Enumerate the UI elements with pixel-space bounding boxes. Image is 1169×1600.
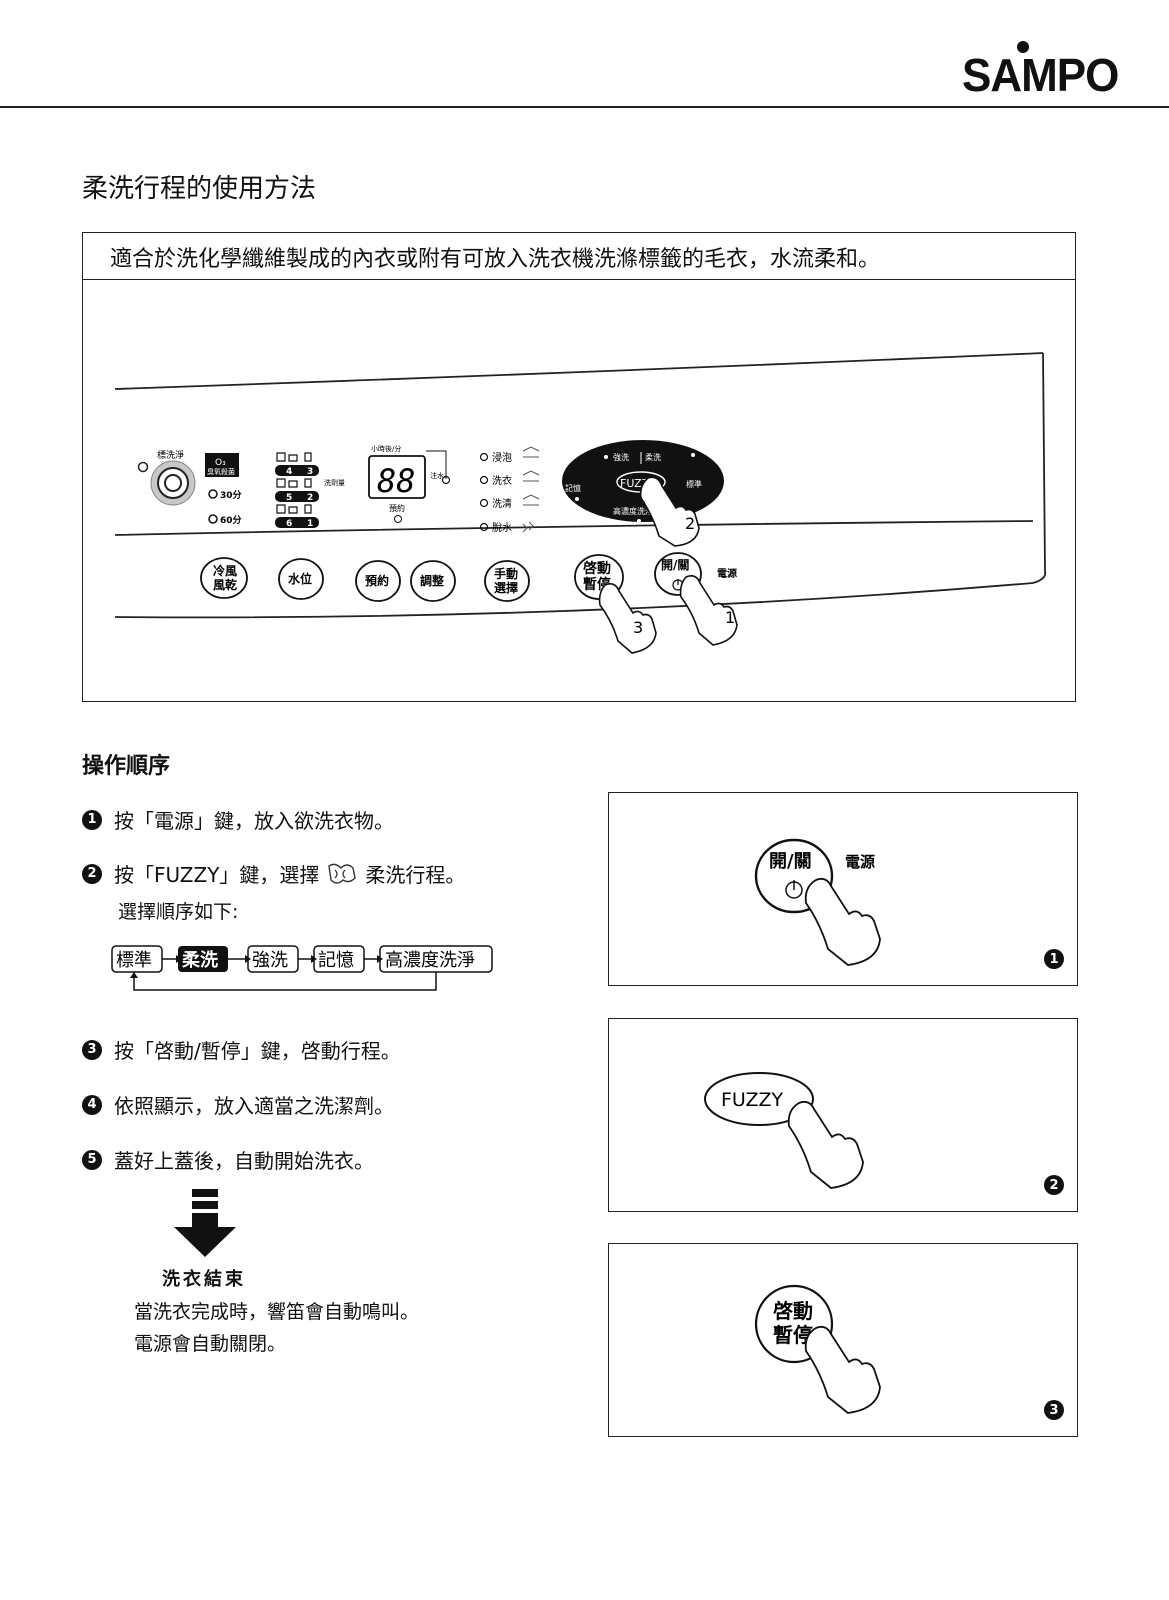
svg-text:3: 3	[307, 467, 313, 477]
svg-text:柔洗: 柔洗	[645, 452, 661, 462]
control-panel-illustration: 標洗淨 O₃ 臭氧殺菌 30分 60分 4 3 5 2 6 1 洗劑量 小時後/…	[114, 352, 1047, 654]
page-title: 柔洗行程的使用方法	[82, 174, 317, 204]
svg-text:洗清: 洗清	[492, 497, 512, 510]
display-digits: 88	[377, 462, 416, 500]
svg-text:記憶: 記憶	[565, 483, 581, 493]
seq-soft: 柔洗	[182, 949, 218, 971]
svg-text:選擇: 選擇	[494, 580, 518, 595]
seq-strong: 強洗	[252, 950, 288, 971]
callout-3: 3	[633, 618, 643, 637]
header-divider	[0, 106, 1169, 108]
callout-2: 2	[685, 514, 695, 533]
figure-1: 開/關 電源 1	[608, 792, 1078, 986]
figure-3-number: 3	[1044, 1400, 1064, 1420]
figure-3-start-button: 啓動	[773, 1299, 813, 1323]
hand-pointer-1-icon	[679, 575, 738, 646]
panel-mid-edge	[114, 520, 1034, 536]
svg-text:O₃: O₃	[215, 458, 226, 468]
figure-1-power-label: 電源	[845, 853, 875, 871]
svg-text:高濃度洗淨: 高濃度洗淨	[613, 506, 653, 516]
control-panel-figure	[82, 232, 1076, 702]
panel-bottom-edge	[114, 582, 1034, 619]
svg-text:4: 4	[286, 467, 292, 477]
svg-text:洗衣: 洗衣	[492, 474, 512, 487]
seq-high-conc: 高濃度洗淨	[385, 950, 475, 971]
cold-dry-button[interactable]: 冷風	[213, 563, 237, 578]
figure-2-number: 2	[1044, 1175, 1064, 1195]
figure-3: 啓動 暫停 3	[608, 1243, 1078, 1437]
soft-wash-icon	[328, 863, 357, 884]
svg-text:強洗: 強洗	[613, 452, 629, 462]
detergent-level-indicator: 4 3 5 2 6 1 洗劑量	[275, 452, 345, 529]
hand-pointer-3-icon	[598, 583, 657, 654]
svg-text:1: 1	[307, 519, 313, 529]
fuzzy-program-selector: FUZZY 強洗 柔洗 記憶 標準 高濃度洗淨	[562, 440, 724, 523]
panel-caption: 適合於洗化學纖維製成的內衣或附有可放入洗衣機洗滌標籤的毛衣，水流柔和。	[110, 247, 881, 272]
step-4: 4 依照顯示，放入適當之洗潔劑。	[82, 1090, 394, 1119]
wash-end-note-1: 當洗衣完成時，響笛會自動鳴叫。	[134, 1301, 420, 1323]
program-sequence: 標準 柔洗 強洗 記憶 高濃度洗淨	[111, 945, 493, 991]
water-level-button[interactable]: 水位	[288, 571, 312, 586]
figure-1-hand-icon	[804, 877, 881, 966]
standard-wash-knob: 標洗淨	[137, 449, 196, 506]
power-label: 電源	[717, 567, 737, 580]
operations-heading: 操作順序	[82, 754, 171, 779]
step-3: 3 按「啓動/暫停」鍵，啓動行程。	[82, 1035, 401, 1064]
panel-top-edge	[114, 352, 1044, 390]
reserve-button[interactable]: 預約	[365, 573, 389, 588]
time-display: 小時後/分 88 預約 注水	[368, 444, 451, 523]
svg-text:臭氧殺菌: 臭氧殺菌	[207, 467, 235, 476]
step-5: 5 蓋好上蓋後，自動開始洗衣。	[82, 1145, 374, 1174]
step-1: 1 按「電源」鍵，放入欲洗衣物。	[82, 805, 394, 834]
manual-select-button[interactable]: 手動	[494, 566, 518, 581]
ozone-indicator: O₃ 臭氧殺菌 30分 60分	[205, 453, 242, 526]
brand-logo: SAMPO	[962, 50, 1119, 102]
figure-1-power-button: 開/關	[769, 851, 812, 872]
figure-2-fuzzy-button: FUZZY	[721, 1089, 784, 1111]
panel-caption-row	[82, 232, 1076, 280]
standard-wash-label: 標洗淨	[157, 449, 184, 461]
svg-text:小時後/分: 小時後/分	[371, 444, 401, 453]
seq-memory: 記憶	[318, 950, 354, 971]
process-indicators: 浸泡 洗衣 洗清 脫水	[479, 446, 540, 534]
svg-text:60分: 60分	[220, 514, 242, 526]
svg-text:30分: 30分	[220, 489, 242, 501]
power-button[interactable]: 開/關	[661, 558, 689, 572]
start-pause-button[interactable]: 啓動	[583, 560, 611, 577]
svg-text:注水: 注水	[430, 471, 444, 480]
figure-1-number: 1	[1044, 949, 1064, 969]
svg-text:標準: 標準	[686, 479, 702, 489]
callout-1: 1	[725, 608, 735, 627]
svg-text:浸泡: 浸泡	[492, 451, 512, 464]
wash-end-note-2: 電源會自動關閉。	[134, 1333, 287, 1355]
order-label: 選擇順序如下:	[118, 901, 239, 923]
brand-logo-dot	[1017, 41, 1029, 53]
figure-3-hand-icon	[804, 1325, 881, 1414]
svg-text:2: 2	[307, 493, 313, 503]
adjust-button[interactable]: 調整	[420, 573, 444, 588]
svg-text:6: 6	[286, 519, 292, 529]
svg-text:預約: 預約	[389, 503, 405, 513]
wash-end-label: 洗衣結束	[162, 1269, 246, 1290]
svg-text:5: 5	[286, 493, 292, 503]
figure-2: FUZZY 2	[608, 1018, 1078, 1212]
figure-2-hand-icon	[787, 1100, 864, 1189]
down-arrow-icon	[174, 1189, 236, 1257]
seq-standard: 標準	[116, 950, 152, 971]
svg-text:風乾: 風乾	[213, 577, 237, 592]
step-2: 2 按「FUZZY」鍵，選擇 柔洗行程。	[82, 859, 465, 888]
detergent-label: 洗劑量	[324, 478, 345, 487]
svg-text:脫水: 脫水	[492, 522, 512, 534]
panel-right-edge	[1032, 352, 1047, 584]
hand-pointer-2-icon	[639, 476, 700, 547]
